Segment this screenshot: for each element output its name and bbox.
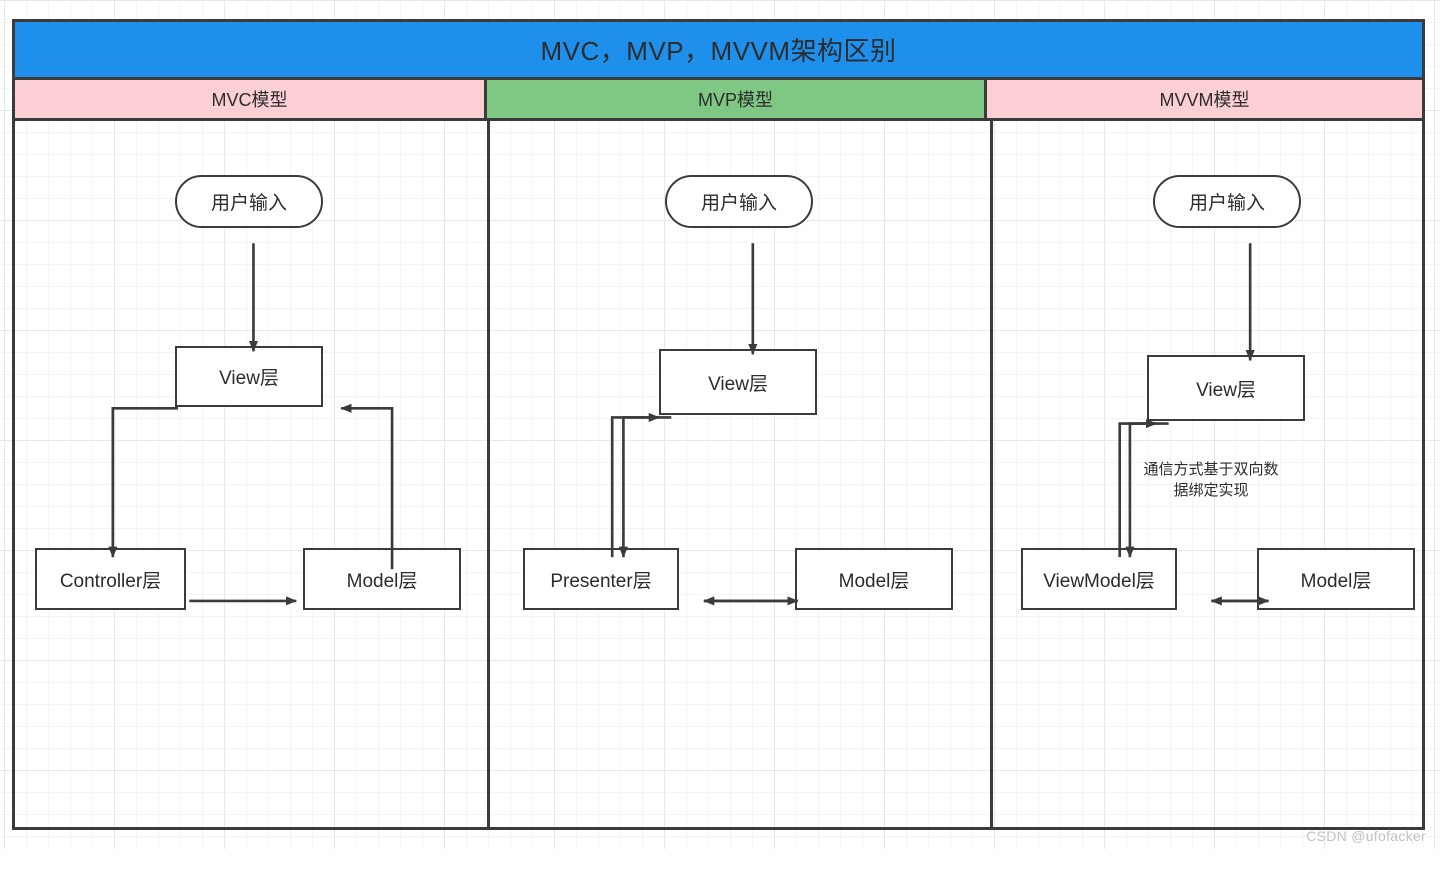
column-header-mvvm-label: MVVM模型 — [1159, 90, 1250, 110]
mvc-node-model-label: Model层 — [346, 570, 418, 592]
column-header-mvc-label: MVC模型 — [211, 90, 288, 110]
mvvm-binding-annotation: 通信方式基于双向数 据绑定实现 — [1143, 461, 1279, 499]
column-header-mvc: MVC模型 — [15, 80, 487, 118]
mvvm-node-viewmodel-label: ViewModel层 — [1043, 570, 1155, 592]
mvc-node-view-label: View层 — [219, 368, 279, 389]
mvvm-node-user-input: 用户输入 — [1153, 175, 1301, 228]
mvp-node-view-label: View层 — [708, 373, 768, 395]
mvp-node-user-input-label: 用户输入 — [700, 193, 777, 214]
column-divider-2 — [990, 121, 993, 827]
page-title: MVC，MVP，MVVM架构区别 — [540, 36, 897, 66]
edge-mvc-view-to-controller — [108, 406, 179, 558]
csdn-watermark: CSDN @ufofacker — [1306, 828, 1426, 844]
edge-mvc-model-to-view — [340, 403, 394, 570]
mvc-node-user-input-label: 用户输入 — [210, 193, 287, 214]
mvvm-node-view: View层 — [1147, 355, 1305, 421]
diagram-edges — [108, 243, 1270, 606]
mvp-node-presenter-label: Presenter层 — [550, 570, 652, 592]
column-header-mvp: MVP模型 — [487, 80, 987, 118]
mvp-node-model-label: Model层 — [838, 570, 910, 592]
column-header-mvp-label: MVP模型 — [697, 90, 773, 110]
mvc-node-model: Model层 — [303, 548, 461, 610]
mvc-node-view: View层 — [175, 346, 323, 407]
mvc-node-controller-label: Controller层 — [59, 570, 162, 592]
mvvm-node-viewmodel: ViewModel层 — [1021, 548, 1177, 610]
mvvm-node-view-label: View层 — [1196, 379, 1256, 401]
column-header-mvvm: MVVM模型 — [987, 80, 1422, 118]
mvvm-node-model-label: Model层 — [1300, 570, 1372, 592]
column-divider-1 — [487, 121, 490, 827]
mvp-node-presenter: Presenter层 — [523, 548, 679, 610]
edge-mvp-presenter-to-view — [610, 412, 660, 558]
grid-background — [0, 0, 1440, 849]
mvc-node-user-input: 用户输入 — [175, 175, 323, 228]
column-header-row: MVC模型 MVP模型 MVVM模型 — [15, 80, 1422, 121]
mvc-node-controller: Controller层 — [35, 548, 186, 610]
mvp-node-user-input: 用户输入 — [665, 175, 813, 228]
mvvm-node-model: Model层 — [1257, 548, 1415, 610]
diagram-title-bar: MVC，MVP，MVVM架构区别 — [15, 22, 1422, 80]
diagram-frame: MVC，MVP，MVVM架构区别 MVC模型 MVP模型 MVVM模型 用户输入… — [12, 19, 1425, 830]
mvp-node-view: View层 — [659, 349, 817, 415]
mvp-node-model: Model层 — [795, 548, 953, 610]
mvvm-node-user-input-label: 用户输入 — [1188, 193, 1265, 214]
edge-mvp-view-to-presenter — [618, 416, 672, 558]
